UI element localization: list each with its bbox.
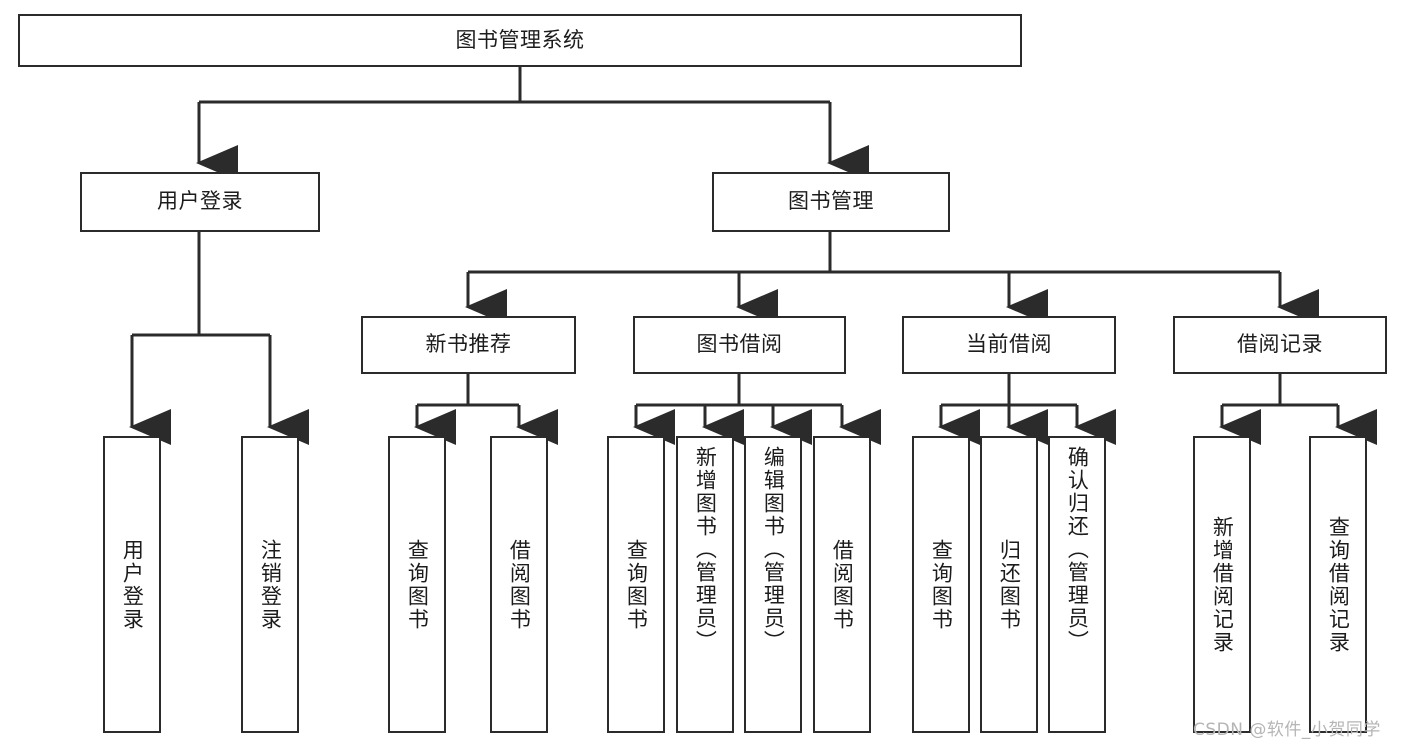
node-current-borrow[interactable]: 当前借阅 <box>902 316 1116 374</box>
leaf-user-login-logout[interactable]: 注销登录 <box>241 436 299 733</box>
leaf-current-borrow-return[interactable]: 归还图书 <box>980 436 1038 733</box>
node-label: 图书管理 <box>788 189 874 214</box>
leaf-book-borrow-query[interactable]: 查询图书 <box>607 436 665 733</box>
leaf-book-borrow-borrow[interactable]: 借阅图书 <box>813 436 871 733</box>
leaf-label: 查询图书 <box>929 538 954 631</box>
node-label: 当前借阅 <box>966 332 1052 357</box>
leaf-user-login-login[interactable]: 用户登录 <box>103 436 161 733</box>
leaf-label: 查询借阅记录 <box>1326 515 1351 654</box>
leaf-current-borrow-query[interactable]: 查询图书 <box>912 436 970 733</box>
leaf-borrow-record-add[interactable]: 新增借阅记录 <box>1193 436 1251 733</box>
node-label: 新书推荐 <box>425 332 512 357</box>
leaf-current-borrow-confirm-return[interactable]: 确认归还（管理员） <box>1048 436 1106 733</box>
node-new-book-recommend[interactable]: 新书推荐 <box>361 316 576 374</box>
node-label: 借阅记录 <box>1237 332 1323 357</box>
leaf-label: 查询图书 <box>624 538 649 631</box>
leaf-label: 查询图书 <box>405 538 430 631</box>
leaf-label: 归还图书 <box>997 538 1022 631</box>
leaf-label: 编辑图书（管理员） <box>761 446 786 653</box>
node-user-login[interactable]: 用户登录 <box>80 172 320 232</box>
leaf-label: 新增图书（管理员） <box>693 446 718 653</box>
watermark-text: CSDN @软件_小贺同学 <box>1193 720 1381 740</box>
leaf-label: 确认归还（管理员） <box>1065 446 1090 653</box>
leaf-label: 注销登录 <box>258 538 283 631</box>
node-label: 图书管理系统 <box>455 27 585 52</box>
leaf-new-book-query[interactable]: 查询图书 <box>388 436 446 733</box>
leaf-label: 用户登录 <box>120 538 145 631</box>
leaf-book-borrow-edit[interactable]: 编辑图书（管理员） <box>744 436 802 733</box>
leaf-new-book-borrow[interactable]: 借阅图书 <box>490 436 548 733</box>
leaf-label: 借阅图书 <box>507 538 532 631</box>
node-book-borrow[interactable]: 图书借阅 <box>633 316 846 374</box>
leaf-label: 新增借阅记录 <box>1210 515 1235 654</box>
node-book-management[interactable]: 图书管理 <box>712 172 950 232</box>
leaf-label: 借阅图书 <box>830 538 855 631</box>
node-borrow-record[interactable]: 借阅记录 <box>1173 316 1387 374</box>
node-label: 用户登录 <box>157 189 243 214</box>
leaf-borrow-record-query[interactable]: 查询借阅记录 <box>1309 436 1367 733</box>
node-root-book-management-system[interactable]: 图书管理系统 <box>18 14 1022 67</box>
node-label: 图书借阅 <box>696 332 783 357</box>
leaf-book-borrow-add[interactable]: 新增图书（管理员） <box>676 436 734 733</box>
